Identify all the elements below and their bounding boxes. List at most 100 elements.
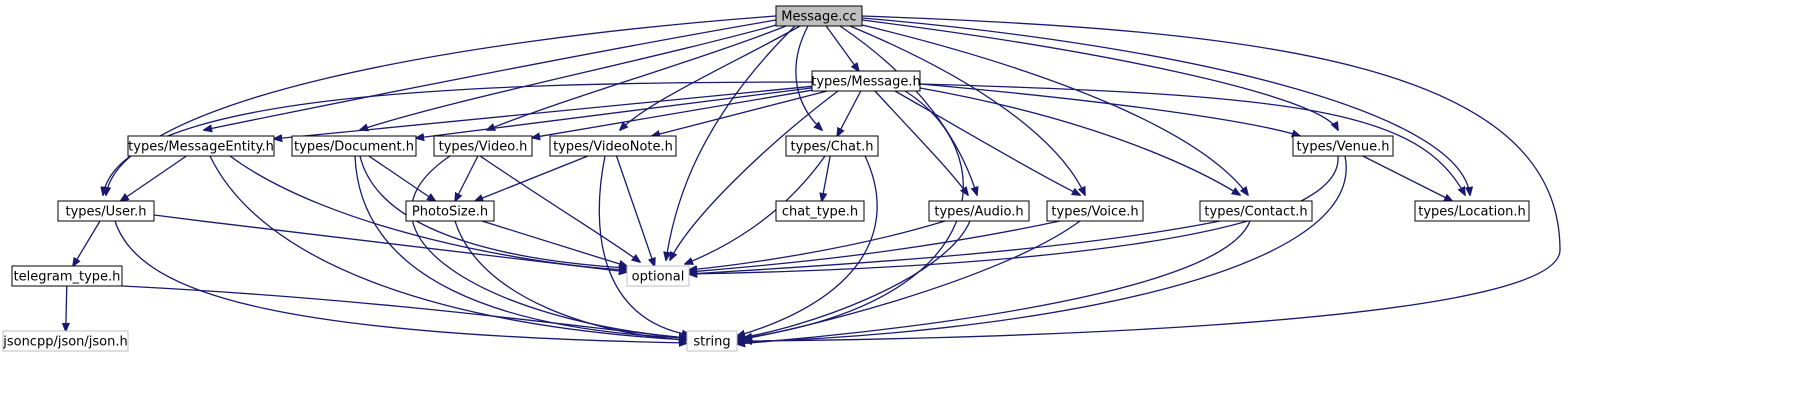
edge-message-cc-to-types-document-h — [360, 23, 781, 130]
edge-types-message-h-to-types-video-h — [532, 89, 813, 138]
edge-types-message-h-to-types-messageentity-h — [274, 85, 813, 139]
node-label: telegram_type.h — [14, 270, 121, 285]
edge-types-message-h-to-types-videonote-h — [652, 90, 828, 136]
edge-message-cc-to-types-venue-h — [861, 19, 1338, 130]
edge-types-video-h-to-string — [411, 155, 687, 338]
node-jsoncpp-json-h: jsoncpp/json/json.h — [2, 330, 129, 352]
node-types-contact-h[interactable]: types/Contact.h — [1199, 200, 1313, 222]
edge-message-cc-to-string — [744, 15, 1561, 341]
edge-types-document-h-to-string — [354, 155, 687, 338]
node-types-location-h[interactable]: types/Location.h — [1414, 200, 1530, 222]
node-label: chat_type.h — [782, 205, 858, 220]
node-box — [1199, 200, 1313, 222]
edge-message-cc-to-types-contact-h — [857, 23, 1248, 195]
edge-types-messageentity-h-to-string — [209, 155, 687, 340]
edge-photosize-h-to-optional — [481, 220, 627, 266]
edge-types-chat-h-to-optional — [685, 155, 826, 264]
edge-telegram-type-h-to-jsoncpp-json-h — [66, 285, 67, 331]
node-box — [405, 200, 495, 222]
node-types-venue-h[interactable]: types/Venue.h — [1292, 135, 1394, 157]
node-types-videonote-h[interactable]: types/VideoNote.h — [549, 135, 677, 157]
edge-photosize-h-to-string — [454, 220, 687, 340]
edge-types-video-h-to-photosize-h — [455, 155, 479, 201]
edge-types-audio-h-to-optional — [689, 220, 946, 270]
node-label: types/Message.h — [811, 75, 921, 90]
edge-types-chat-h-to-chat-type-h — [822, 155, 831, 201]
node-types-user-h[interactable]: types/User.h — [57, 200, 155, 222]
edge-types-contact-h-to-optional — [689, 220, 1221, 274]
edge-message-cc-to-types-messageentity-h — [204, 19, 777, 130]
node-box — [686, 330, 738, 352]
edge-message-cc-to-types-voice-h — [849, 25, 1085, 195]
node-box — [1414, 200, 1530, 222]
edge-types-message-h-to-types-location-h — [919, 83, 1465, 195]
edge-message-cc-to-types-video-h — [487, 25, 787, 130]
node-box — [291, 135, 417, 157]
edge-types-audio-h-to-string — [737, 220, 971, 338]
node-box — [11, 265, 123, 287]
node-types-chat-h[interactable]: types/Chat.h — [785, 135, 879, 157]
node-label: types/Contact.h — [1204, 205, 1307, 220]
edge-types-message-h-to-types-chat-h — [837, 90, 862, 136]
node-telegram-type-h[interactable]: telegram_type.h — [11, 265, 123, 287]
edge-types-video-h-to-optional — [479, 155, 640, 262]
edge-message-cc-to-types-location-h — [861, 17, 1470, 195]
edge-types-message-h-to-types-document-h — [416, 87, 813, 138]
nodes-layer: Message.cc types/Message.h types/MessageEn… — [2, 5, 1530, 352]
edge-types-message-h-to-types-audio-h — [874, 90, 968, 195]
edge-message-cc-to-optional — [666, 25, 796, 260]
node-label: string — [693, 335, 730, 350]
node-box — [127, 135, 275, 157]
node-label: types/Audio.h — [934, 205, 1023, 220]
edge-types-document-h-to-photosize-h — [368, 155, 435, 201]
node-box — [626, 265, 690, 287]
node-types-message-h[interactable]: types/Message.h — [811, 70, 921, 92]
edge-types-venue-h-to-string — [737, 155, 1347, 342]
node-string: string — [686, 330, 738, 352]
edge-types-venue-h-to-optional — [689, 155, 1339, 274]
node-label: types/User.h — [65, 205, 146, 220]
edge-types-videonote-h-to-optional — [615, 155, 655, 266]
node-types-voice-h[interactable]: types/Voice.h — [1046, 200, 1144, 222]
node-label: types/VideoNote.h — [553, 140, 673, 155]
node-types-document-h[interactable]: types/Document.h — [291, 135, 417, 157]
edge-message-cc-to-types-audio-h — [839, 25, 977, 195]
node-types-video-h[interactable]: types/Video.h — [433, 135, 533, 157]
node-box — [2, 330, 129, 352]
edge-types-message-h-to-optional — [670, 90, 839, 260]
node-types-audio-h[interactable]: types/Audio.h — [928, 200, 1030, 222]
node-label: PhotoSize.h — [412, 205, 488, 220]
edges-layer — [66, 15, 1561, 344]
node-chat-type-h[interactable]: chat_type.h — [775, 200, 865, 222]
node-box — [1292, 135, 1394, 157]
node-box — [57, 200, 155, 222]
node-label: types/Venue.h — [1297, 140, 1390, 155]
node-label: types/Chat.h — [791, 140, 874, 155]
edge-message-cc-to-types-chat-h — [795, 25, 822, 130]
node-label: types/MessageEntity.h — [128, 140, 274, 155]
node-optional: optional — [626, 265, 690, 287]
edge-types-chat-h-to-string — [737, 155, 878, 336]
edge-types-voice-h-to-string — [737, 220, 1081, 340]
edge-types-message-h-to-types-contact-h — [919, 87, 1240, 195]
node-box — [549, 135, 677, 157]
edge-types-contact-h-to-string — [737, 220, 1251, 344]
edge-types-messageentity-h-to-types-user-h — [121, 155, 187, 201]
node-box — [785, 135, 879, 157]
edge-message-cc-to-types-videonote-h — [620, 25, 801, 130]
edge-types-message-h-to-types-user-h — [103, 81, 813, 195]
edge-types-message-h-to-string — [744, 90, 964, 338]
node-label: Message.cc — [781, 10, 856, 25]
node-types-messageentity-h[interactable]: types/MessageEntity.h — [127, 135, 275, 157]
edge-types-videonote-h-to-string — [598, 155, 690, 335]
edge-types-message-h-to-types-venue-h — [919, 83, 1300, 136]
node-photosize-h[interactable]: PhotoSize.h — [405, 200, 495, 222]
edge-types-document-h-to-optional — [359, 155, 627, 268]
node-label: types/Document.h — [294, 140, 414, 155]
edge-message-cc-to-types-message-h — [825, 25, 859, 71]
node-message-cc[interactable]: Message.cc — [775, 5, 863, 27]
node-label: optional — [632, 270, 685, 285]
node-box — [811, 70, 921, 92]
node-label: jsoncpp/json/json.h — [2, 335, 128, 350]
